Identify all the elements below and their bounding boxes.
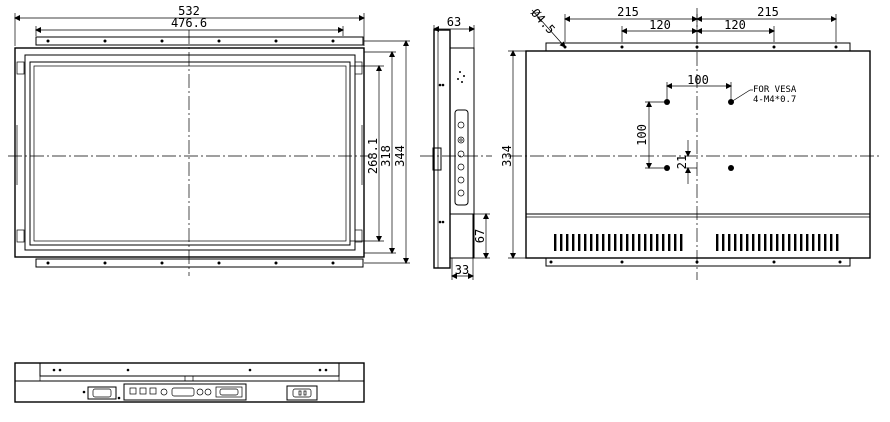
dim-side-box-depth: 33 bbox=[455, 263, 469, 277]
bottom-flange-holes bbox=[52, 368, 328, 372]
dim-front-inner-height: 318 bbox=[379, 145, 393, 167]
front-screen-outer bbox=[29, 61, 351, 246]
dim-rear-height: 334 bbox=[500, 145, 514, 167]
leader-hole-diameter bbox=[531, 9, 566, 48]
note-vesa-title: FOR VESA bbox=[753, 85, 797, 95]
dim-side-depth: 63 bbox=[447, 15, 461, 29]
front-top-flange bbox=[35, 36, 364, 46]
rear-flange-holes bbox=[549, 45, 842, 264]
rear-vesa-holes bbox=[664, 99, 734, 171]
dim-front-active-height: 268.1 bbox=[366, 138, 380, 174]
leader-vesa-note bbox=[730, 89, 751, 103]
rear-vent-left bbox=[554, 234, 683, 251]
side-body bbox=[449, 47, 475, 259]
dim-vesa-vertical: 100 bbox=[635, 124, 649, 146]
bottom-connector-panel bbox=[82, 383, 318, 401]
dim-side-box-height: 67 bbox=[473, 229, 487, 243]
front-corner-brackets bbox=[16, 61, 363, 243]
dim-front-inner-width: 476.6 bbox=[171, 16, 207, 30]
note-vesa-spec: 4-M4*0.7 bbox=[753, 95, 796, 105]
side-frame bbox=[433, 29, 451, 269]
dim-rear-inner-right: 120 bbox=[724, 18, 746, 32]
side-small-holes bbox=[438, 71, 465, 224]
dim-front-width: 532 bbox=[178, 4, 200, 18]
dim-vesa-offset: 21 bbox=[675, 155, 689, 169]
dim-vesa-horizontal: 100 bbox=[687, 73, 709, 87]
dim-rear-inner-left: 120 bbox=[649, 18, 671, 32]
dim-front-height: 344 bbox=[393, 145, 407, 167]
bottom-flange bbox=[39, 362, 340, 377]
dim-rear-span-right: 215 bbox=[757, 5, 779, 19]
side-view: 63 67 33 bbox=[420, 15, 492, 280]
dim-rear-span-left: 215 bbox=[617, 5, 639, 19]
dim-hole-diameter: Ø4.5 bbox=[528, 6, 558, 37]
front-bezel bbox=[24, 54, 356, 251]
front-outer-frame bbox=[14, 47, 365, 258]
front-view: 532 476.6 268.1 318 344 bbox=[8, 4, 410, 276]
side-bracket bbox=[432, 147, 442, 171]
side-button-panel bbox=[454, 109, 469, 206]
rear-vent-right bbox=[716, 234, 839, 251]
bottom-view bbox=[14, 362, 365, 403]
rear-view: 215 215 120 120 Ø4.5 334 100 100 21 bbox=[500, 5, 880, 280]
front-flange-holes bbox=[46, 39, 335, 265]
side-connector-box bbox=[449, 213, 474, 259]
front-screen-active bbox=[33, 65, 347, 242]
front-bottom-flange bbox=[35, 258, 364, 268]
rear-panel bbox=[525, 50, 871, 259]
